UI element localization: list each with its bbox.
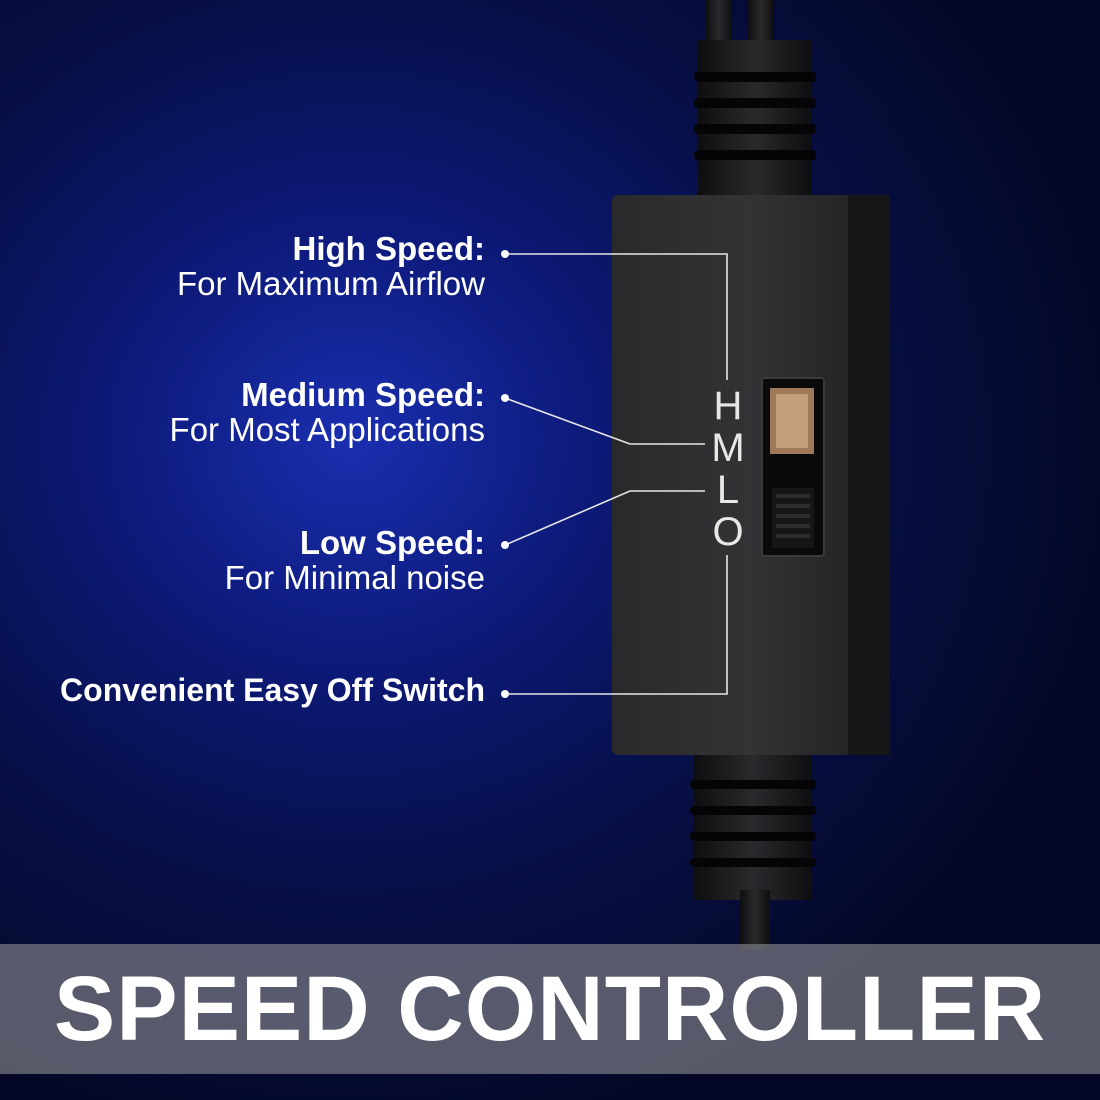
letter-low: L	[716, 468, 740, 512]
off-switch-callout: Convenient Easy Off Switch	[60, 672, 485, 708]
low-speed-callout: Low Speed: For Minimal noise	[224, 524, 485, 596]
off-switch-title: Convenient Easy Off Switch	[60, 672, 485, 708]
low-speed-desc: For Minimal noise	[224, 558, 485, 596]
medium-speed-desc: For Most Applications	[169, 410, 485, 448]
slide-switch	[761, 377, 825, 557]
switch-position-letters: H M L O	[708, 385, 748, 553]
banner-title: SPEED CONTROLLER	[53, 957, 1047, 1060]
low-speed-title: Low Speed:	[299, 524, 485, 561]
letter-medium: M	[711, 426, 745, 470]
top-cable	[694, 0, 816, 200]
medium-speed-callout: Medium Speed: For Most Applications	[169, 376, 485, 448]
controller-box	[612, 195, 890, 755]
high-speed-desc: For Maximum Airflow	[176, 264, 485, 302]
title-banner: SPEED CONTROLLER	[0, 944, 1100, 1074]
leader-dots	[501, 250, 509, 698]
letter-off: O	[712, 510, 744, 554]
letter-high: H	[713, 384, 743, 428]
medium-speed-title: Medium Speed:	[241, 376, 485, 413]
bottom-cable	[690, 740, 816, 950]
high-speed-title: High Speed:	[292, 230, 485, 267]
leader-lines	[504, 253, 728, 695]
high-speed-callout: High Speed: For Maximum Airflow	[176, 230, 485, 302]
